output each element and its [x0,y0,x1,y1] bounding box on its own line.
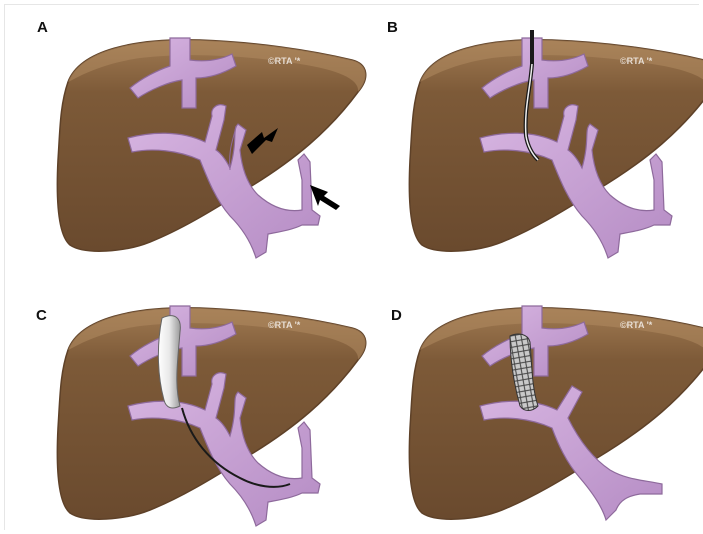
panel-letter-d: D [391,307,402,324]
panel-d: D ©RTA '* [391,306,703,520]
arrow-head-2 [310,185,340,210]
panel-letter-b: B [387,19,398,36]
watermark-d: ©RTA '* [620,320,653,330]
watermark-b: ©RTA '* [620,56,653,66]
panel-c: C ©RTA '* [36,306,366,526]
panel-a: A ©RTA '* [37,19,366,258]
panel-letter-c: C [36,307,47,324]
panel-b: B ©RTA '* [387,19,703,258]
watermark-a: ©RTA '* [268,56,301,66]
panel-letter-a: A [37,19,48,36]
watermark-c: ©RTA '* [268,320,301,330]
